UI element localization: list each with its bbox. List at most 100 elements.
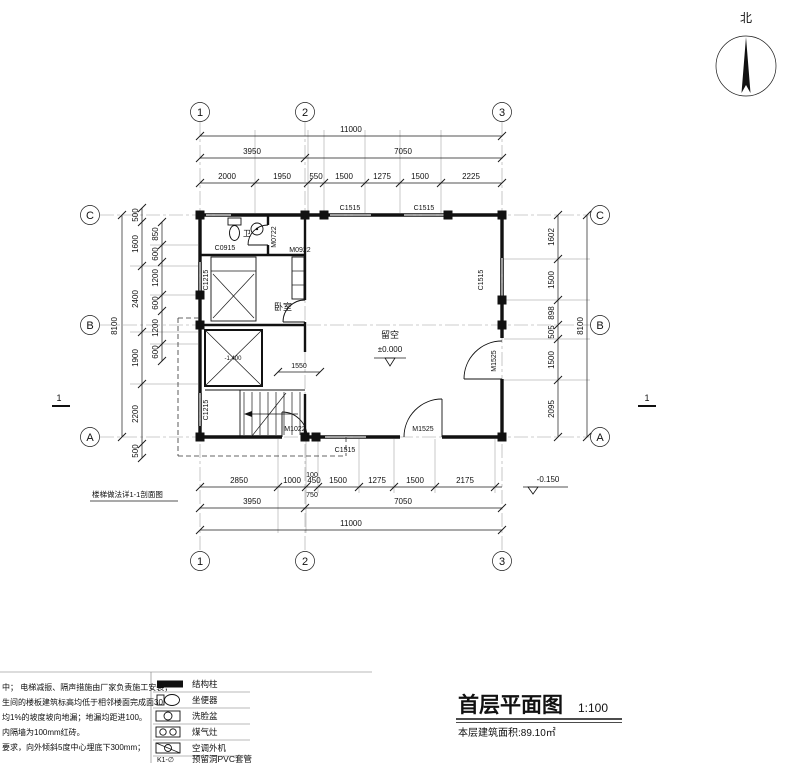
legend-label-stove: 煤气灶 (192, 727, 218, 737)
drawing-title: 首层平面图 (458, 693, 563, 717)
room-label-bedroom: 卧室 (274, 301, 292, 312)
window-label-c1215-upper: C1215 (203, 270, 210, 291)
stair-note: 楼梯做法详1-1剖面图 (90, 489, 178, 502)
dim-top-minor-4: 1275 (373, 172, 391, 181)
dim-top-minor-1: 1950 (273, 172, 291, 181)
dim-left-outer-4: 2200 (131, 405, 140, 423)
legend-label-ac-unit: 空调外机 (192, 743, 227, 753)
elevator-shaft: -1.400 (204, 329, 263, 387)
note-line-4: 内隔墙为100mm红砖。 (2, 727, 85, 737)
dim-left-outer-3: 1900 (131, 349, 140, 367)
overhang-dashed-lines (177, 317, 347, 457)
dim-right-0: 1602 (547, 228, 556, 246)
note-line-2: 生间的楼板建筑标高均低于相邻楼面完成面30 (2, 697, 163, 707)
dim-interior-1550: 1550 (291, 363, 307, 370)
dim-bottom-major-0: 3950 (243, 497, 261, 506)
dim-right-2: 898 (547, 306, 556, 320)
note-line-1: 中； 电梯减振、隔声措施由厂家负责施工安装； (2, 682, 172, 692)
window-label-c1515-right: C1515 (478, 270, 485, 291)
dim-top-minor-0: 2000 (218, 172, 236, 181)
section-number-right: 1 (644, 393, 649, 403)
grid-col-1-bottom: 1 (197, 556, 203, 568)
grid-row-c-left: C (86, 210, 94, 222)
dim-left-outer-5: 500 (131, 444, 140, 458)
note-line-5: 要求，向外倾斜5度中心埋底下300mm； (2, 742, 145, 752)
dimensions-left: 8100 500 1600 2400 1900 2200 500 850 600… (110, 203, 167, 463)
level-mark-main (374, 357, 406, 367)
legend-icon-column (157, 680, 183, 688)
dimensions-top: 11000 3950 7050 2000 1950 550 1500 1275 … (195, 125, 507, 188)
dimensions-right: 1602 1500 898 505 1500 2095 8100 (547, 210, 592, 442)
dim-bottom-minor-3: 1500 (329, 476, 347, 485)
dim-top-major-1: 7050 (394, 147, 412, 156)
dim-bottom-minor-2: 450 (307, 476, 321, 485)
dim-bottom-major-1: 7050 (394, 497, 412, 506)
grid-row-b-left: B (86, 320, 93, 332)
dim-left-outer-1: 1600 (131, 235, 140, 253)
dim-bottom-small-0: 100 (306, 472, 318, 479)
legend-icon-pvc-sleeve: K1-∅ (157, 757, 174, 763)
door-label-m1525-right: M1525 (491, 350, 498, 372)
plan-labels: C1515 C1515 C0915 M0722 卫 M0922 C1215 C1… (203, 205, 498, 454)
dim-right-4: 1500 (547, 351, 556, 369)
dim-left-outer-2: 2400 (131, 290, 140, 308)
dim-left-inner-1: 600 (151, 247, 160, 261)
section-mark-right: 1 (638, 393, 656, 407)
dim-top-major-0: 3950 (243, 147, 261, 156)
stair-note-text: 楼梯做法详1-1剖面图 (92, 489, 163, 499)
legend-label-toilet: 坐便器 (192, 695, 218, 705)
section-mark-left: 1 (52, 393, 70, 407)
dim-left-inner-4: 1200 (151, 319, 160, 337)
dim-right-3: 505 (547, 325, 556, 339)
legend-label-basin: 洗脸盆 (192, 711, 218, 721)
dim-bottom-minor-4: 1275 (368, 476, 386, 485)
room-label-void: 留空 (381, 329, 399, 340)
dim-bottom-minor-5: 1500 (406, 476, 424, 485)
dim-top-minor-6: 2225 (462, 172, 480, 181)
dim-bottom-minor-0: 2850 (230, 476, 248, 485)
level-mark-entry: -0.150 (523, 475, 568, 495)
dim-bottom-total: 11000 (340, 519, 362, 528)
dim-right-total: 8100 (576, 317, 585, 335)
grid-col-1-top: 1 (197, 107, 203, 119)
sheet-separators (0, 671, 372, 763)
grid-row-b-right: B (596, 320, 603, 332)
window-label-c1515-top1: C1515 (340, 205, 361, 212)
grid-col-3-top: 3 (499, 107, 505, 119)
toilet-fixture (227, 217, 242, 241)
legend-icon-toilet (156, 694, 180, 706)
dim-left-inner-0: 850 (151, 227, 160, 241)
window-label-c1515-bottom: C1515 (335, 447, 356, 454)
legend-icon-ac-unit (155, 742, 181, 754)
dim-left-outer-0: 500 (131, 208, 140, 222)
north-label: 北 (740, 11, 752, 25)
level-label-main: ±0.000 (378, 345, 403, 354)
grid-row-c-right: C (596, 210, 604, 222)
floor-area: 本层建筑面积:89.10㎡ (458, 726, 556, 739)
dim-left-inner-3: 600 (151, 296, 160, 310)
interior-walls (200, 215, 307, 437)
window-symbols (198, 213, 504, 439)
room-label-bath: 卫 (243, 229, 251, 238)
legend-icon-basin (155, 710, 181, 722)
grid-col-2-bottom: 2 (302, 556, 308, 568)
dim-bottom-minor-1: 1000 (283, 476, 301, 485)
legend-label-column: 结构柱 (192, 679, 218, 689)
dim-top-total: 11000 (340, 125, 362, 134)
stairs (205, 389, 305, 437)
grid-col-2-top: 2 (302, 107, 308, 119)
door-label-m1022: M1022 (284, 426, 306, 433)
grid-bubbles: 1 2 3 1 2 3 C B A C B A (80, 102, 610, 571)
elevator-pit-level: -1.400 (224, 356, 242, 362)
title-block: 首层平面图 1:100 本层建筑面积:89.10㎡ (456, 693, 622, 739)
dim-left-inner-5: 600 (151, 345, 160, 359)
legend: 结构柱 坐便器 洗脸盆 煤气灶 空调外机 K1-∅ 预留洞PVC套管 (155, 679, 252, 764)
grid-col-3-bottom: 3 (499, 556, 505, 568)
wardrobe (291, 256, 305, 300)
grid-row-a-right: A (596, 432, 604, 444)
extension-lines (130, 130, 590, 533)
window-label-c1515-top2: C1515 (414, 205, 435, 212)
window-label-c0915: C0915 (215, 245, 236, 252)
dim-top-minor-3: 1500 (335, 172, 353, 181)
